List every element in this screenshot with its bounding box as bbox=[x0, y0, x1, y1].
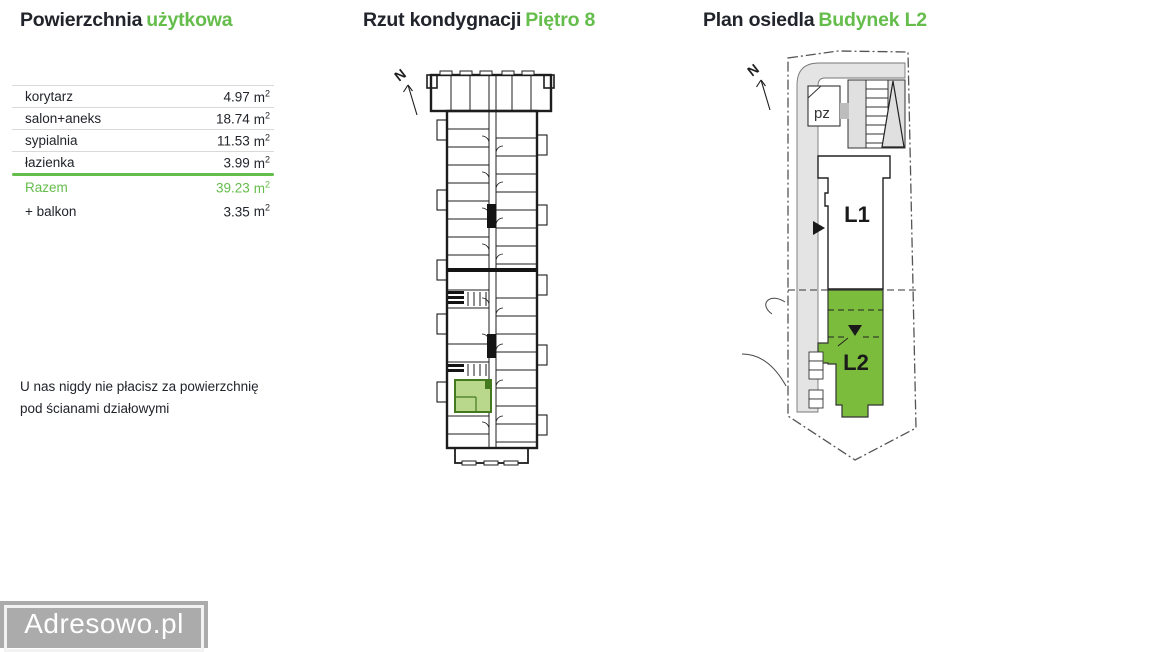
building-pz bbox=[807, 85, 849, 127]
windows bbox=[439, 70, 535, 466]
road-curves bbox=[741, 297, 787, 387]
watermark-logo-text: Adresowo.pl bbox=[24, 608, 184, 639]
l2-label: L2 bbox=[843, 350, 869, 375]
total-divider bbox=[12, 173, 274, 176]
staircase bbox=[448, 291, 487, 376]
north-label: N bbox=[391, 66, 409, 85]
floorplan-title-dark: Rzut kondygnacji bbox=[363, 9, 522, 31]
floorplan-title-green: Piętro 8 bbox=[525, 9, 596, 31]
building-core bbox=[447, 204, 537, 358]
room-label: łazienka bbox=[25, 155, 75, 170]
balcony-label: + balkon bbox=[25, 203, 77, 219]
no-partition-walls-note: U nas nigdy nie płacisz za powierzchnię … bbox=[20, 379, 259, 416]
site-plan-drawing: pz L1 L2 N bbox=[741, 50, 917, 461]
north-arrow-icon bbox=[756, 79, 771, 111]
siteplan-title-dark: Plan osiedla bbox=[703, 9, 815, 31]
door-arcs bbox=[481, 135, 504, 430]
l1-label: L1 bbox=[844, 202, 870, 227]
total-label: Razem bbox=[25, 180, 68, 195]
plot-boundary bbox=[787, 50, 917, 461]
room-label: korytarz bbox=[25, 89, 74, 104]
siteplan-title-green: Budynek L2 bbox=[818, 9, 927, 31]
room-label: sypialnia bbox=[25, 133, 78, 148]
floor-plan-drawing: N bbox=[391, 66, 555, 466]
entrance-marker-l2 bbox=[848, 325, 862, 336]
pz-label: pz bbox=[814, 105, 830, 122]
area-title-green: użytkowa bbox=[146, 9, 233, 31]
building-l2 bbox=[817, 289, 884, 418]
l2-section-lines bbox=[828, 309, 883, 338]
building-l1 bbox=[817, 155, 891, 290]
highlighted-unit bbox=[454, 379, 492, 413]
parking-stalls bbox=[808, 351, 824, 409]
entrance-marker-l1 bbox=[813, 221, 825, 235]
l2-connector-line bbox=[837, 337, 849, 347]
adresowo-watermark: Adresowo.pl bbox=[0, 601, 208, 652]
north-label: N bbox=[744, 61, 762, 80]
parking-area bbox=[847, 79, 906, 149]
north-arrow-icon bbox=[403, 84, 418, 116]
area-title-dark: Powierzchnia bbox=[20, 9, 143, 31]
room-label: salon+aneks bbox=[25, 111, 102, 126]
